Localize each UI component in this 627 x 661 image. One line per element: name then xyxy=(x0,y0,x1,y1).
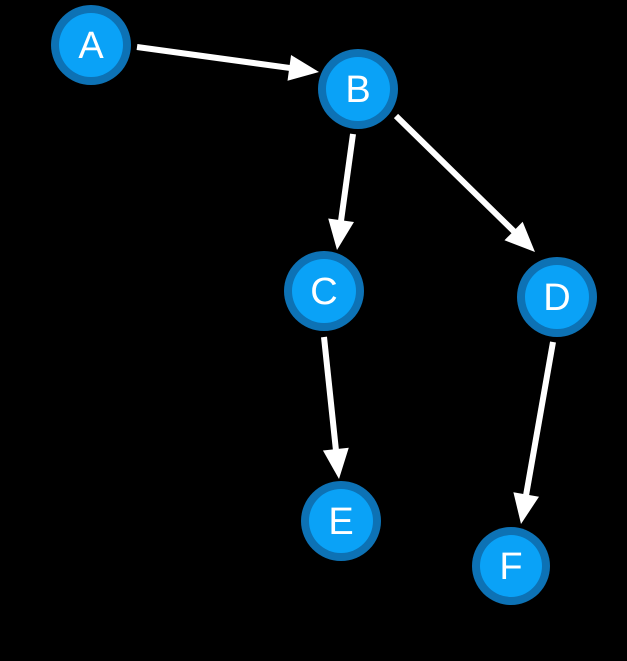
node-fill xyxy=(309,489,373,553)
node-fill xyxy=(59,13,123,77)
node-label: C xyxy=(310,271,337,313)
arrowhead-icon xyxy=(287,55,319,81)
edge-b-to-d[interactable] xyxy=(393,113,535,252)
edge-a-to-b[interactable] xyxy=(136,44,319,81)
nodes-layer: A B C D E F xyxy=(51,5,597,605)
node-fill xyxy=(292,259,356,323)
edge-b-to-c[interactable] xyxy=(328,133,356,250)
edge-d-to-f[interactable] xyxy=(513,341,556,524)
node-label: D xyxy=(543,277,570,319)
graph-node-c[interactable]: C xyxy=(284,251,364,331)
graph-node-e[interactable]: E xyxy=(301,481,381,561)
graph-node-f[interactable]: F xyxy=(472,527,550,605)
edge-line xyxy=(321,336,340,454)
arrowhead-icon xyxy=(513,492,539,524)
node-label: B xyxy=(345,69,370,111)
edges-layer xyxy=(136,44,556,524)
edge-line xyxy=(337,133,356,225)
edge-line xyxy=(393,113,519,236)
node-fill xyxy=(326,57,390,121)
graph-node-a[interactable]: A xyxy=(51,5,131,85)
edge-line xyxy=(522,341,556,499)
graph-node-d[interactable]: D xyxy=(517,257,597,337)
node-label: E xyxy=(328,501,353,543)
node-fill xyxy=(480,535,542,597)
edge-line xyxy=(136,44,294,72)
edge-c-to-e[interactable] xyxy=(321,336,349,479)
node-label: A xyxy=(78,25,104,67)
graph-node-b[interactable]: B xyxy=(318,49,398,129)
node-label: F xyxy=(499,546,522,588)
arrowhead-icon xyxy=(322,447,349,479)
node-fill xyxy=(525,265,589,329)
arrowhead-icon xyxy=(328,218,354,250)
arrowhead-icon xyxy=(504,221,535,252)
